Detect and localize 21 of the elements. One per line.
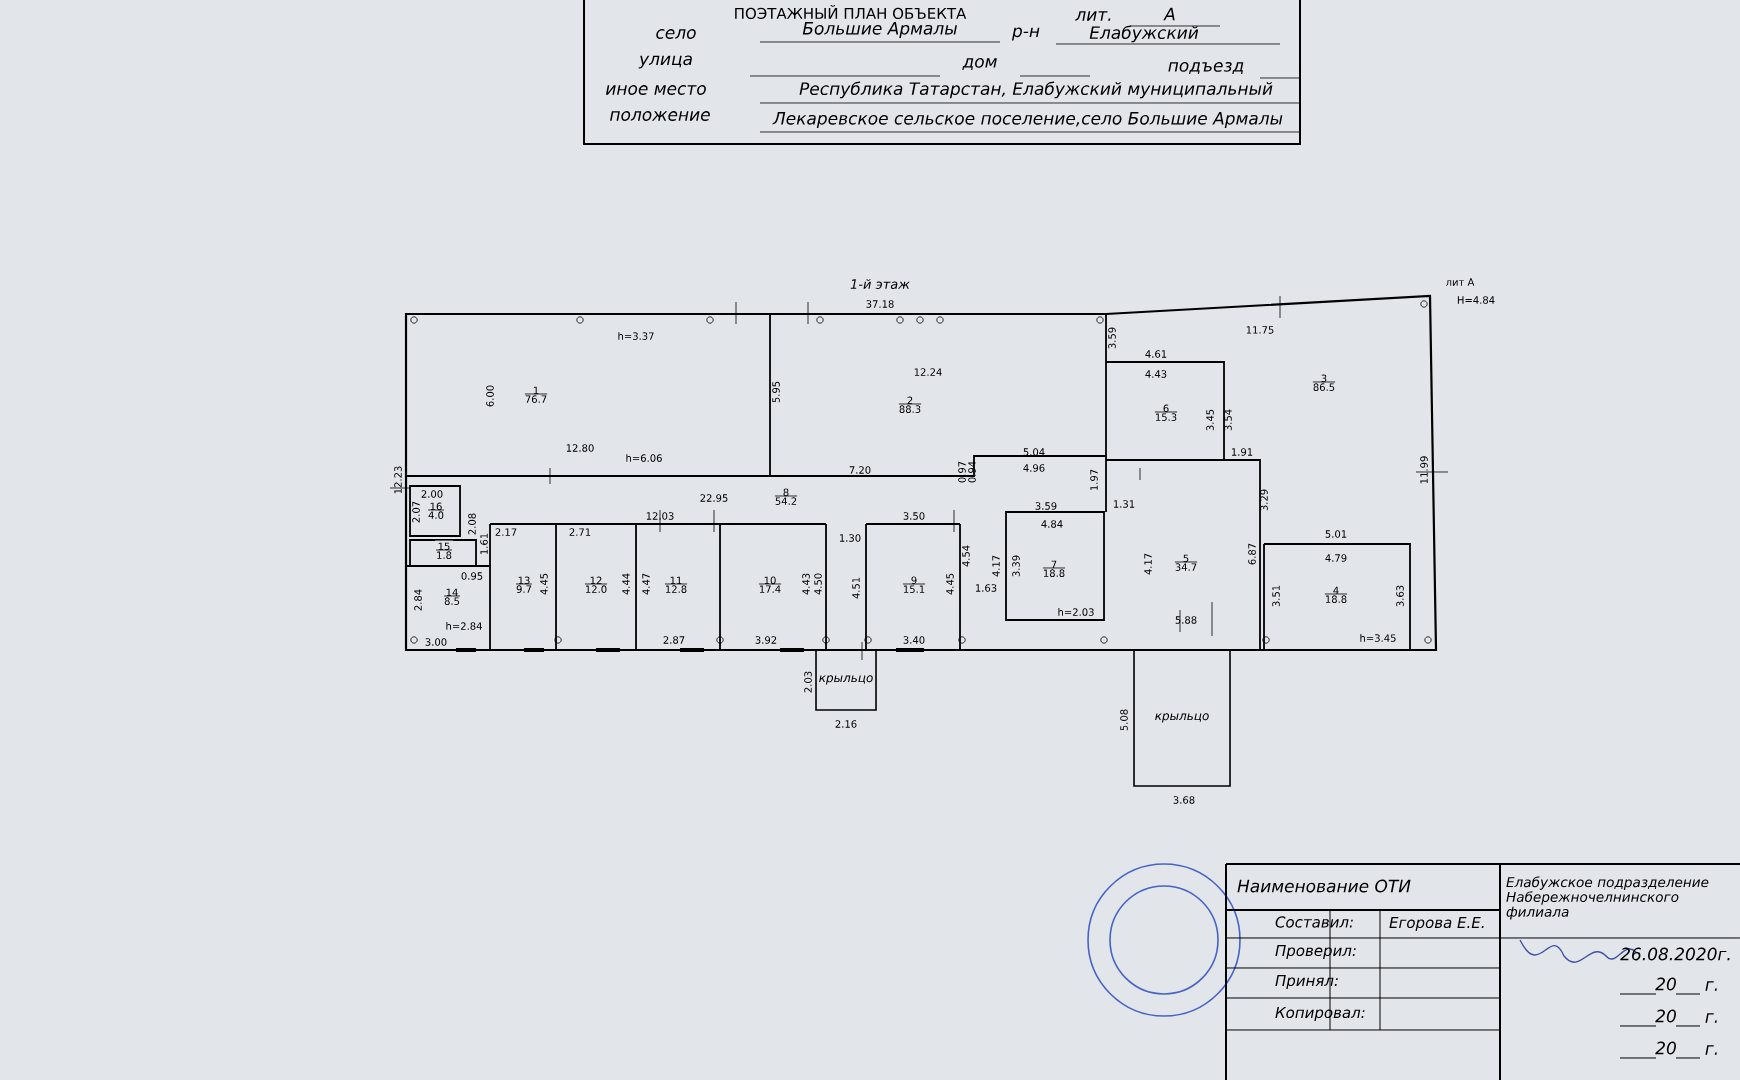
form-field-text: Большие Армалы bbox=[802, 22, 957, 38]
table-cell-text: 26.08.2020г. bbox=[1620, 947, 1730, 961]
form-field-text: село bbox=[656, 29, 696, 39]
form-field-text: лит. bbox=[1075, 11, 1111, 21]
table-cell-text: 20 bbox=[1655, 977, 1676, 991]
form-field-text: р-н bbox=[1011, 27, 1040, 41]
form-field-text: А bbox=[1163, 7, 1175, 21]
table-cell-text: Наименование ОТИ bbox=[1237, 879, 1411, 893]
table-cell-text: 20 bbox=[1655, 1009, 1676, 1023]
form-field-text: Елабужский bbox=[1089, 25, 1199, 43]
table-cell-text: г. bbox=[1705, 1013, 1717, 1023]
table-cell-text: г. bbox=[1705, 981, 1717, 991]
table-cell-text: 20 bbox=[1655, 1041, 1676, 1055]
form-field-text: дом bbox=[962, 58, 997, 70]
form-field-text: Республика Татарстан, Елабужский муниципальный bbox=[799, 81, 1273, 99]
form-field-text: положение bbox=[610, 111, 710, 121]
form-field-text: подъезд bbox=[1168, 62, 1244, 74]
form-field-text: иное место bbox=[605, 85, 706, 95]
table-cell-text: г. bbox=[1705, 1045, 1717, 1055]
form-field-text: улица bbox=[638, 55, 692, 69]
form-field-text: Лекаревское сельское поселение,село Большие Армалы bbox=[772, 112, 1283, 128]
